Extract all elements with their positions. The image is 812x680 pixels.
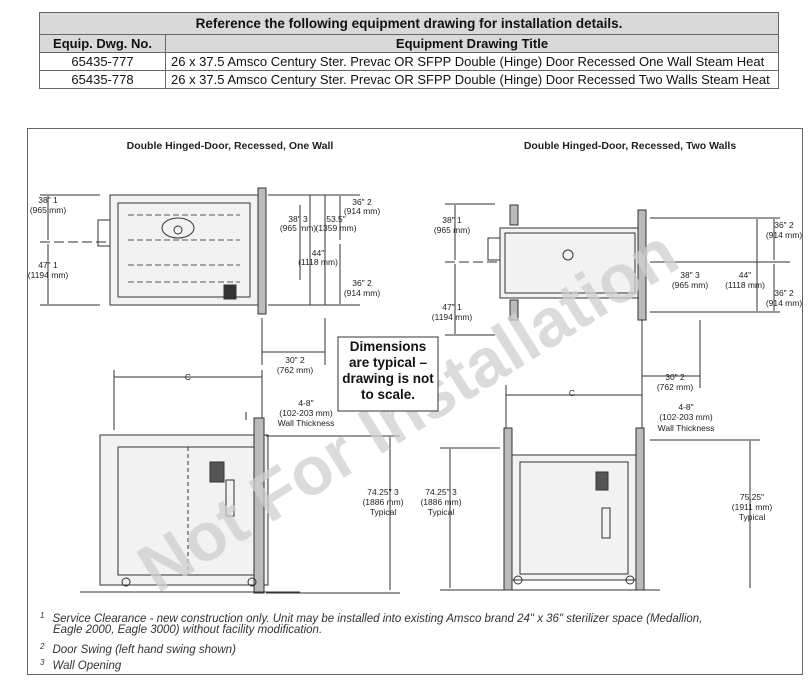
dim-label: 38" 3 [680,270,700,280]
dim-label: 38" 3 [288,214,308,224]
dim-label: 30" 2 [285,355,305,365]
dim-label: (1911 mm) [732,502,773,512]
dim-label: (965 mm) [434,225,471,235]
header-title: Equipment Drawing Title [165,34,779,53]
dim-label: (965 mm) [30,205,67,215]
dim-label: (1118 mm) [298,257,338,267]
dim-label: (102-203 mm) [279,408,333,418]
table-row: 65435-778 26 x 37.5 Amsco Century Ster. … [39,70,779,89]
table-caption: Reference the following equipment drawin… [39,12,779,35]
dim-label: 36" 2 [774,288,794,298]
dim-label: Wall Thickness [278,418,335,428]
right-drawing-title: Double Hinged-Door, Recessed, Two Walls [524,140,737,152]
dim-label: (1886 mm) [362,497,403,507]
drawing-title: 26 x 37.5 Amsco Century Ster. Prevac OR … [165,70,779,89]
dim-label: Typical [428,507,455,517]
dim-label: (1886 mm) [420,497,461,507]
reference-table: Reference the following equipment drawin… [39,12,779,89]
drawing-number: 65435-777 [39,52,166,71]
footnote: Eagle 2000, Eagle 3000) without facility… [53,624,323,636]
dim-label: C [185,372,191,382]
header-number: Equip. Dwg. No. [39,34,166,53]
dim-label: Typical [370,507,397,517]
dim-label: (914 mm) [766,298,803,308]
dim-label: 36" 2 [352,197,372,207]
dim-label: 53.5" [326,214,346,224]
dim-label: (965 mm) [280,223,317,233]
dim-label: 44" [739,270,751,280]
dim-label: Typical [739,512,766,522]
dim-label: 4-8" [678,402,693,412]
left-drawing-title: Double Hinged-Door, Recessed, One Wall [127,140,334,152]
dim-label: 36" 2 [774,220,794,230]
drawing-frame [27,128,803,675]
dim-label: 74.25" 3 [425,487,457,497]
dim-label: (1194 mm) [432,312,473,322]
dim-label: 4-8" [298,398,313,408]
dim-label: (762 mm) [657,382,694,392]
note-text: Dimensions are typical – drawing is not … [342,339,434,402]
dim-label: 30" 2 [665,372,685,382]
dim-label: Wall Thickness [658,423,715,433]
dim-label: 74.25" 3 [367,487,399,497]
dim-label: (102-203 mm) [659,412,713,422]
dim-label: (914 mm) [766,230,803,240]
dim-label: C [569,388,575,398]
dim-label: 36" 2 [352,278,372,288]
dim-label: (914 mm) [344,288,381,298]
dim-label: 47" 1 [442,302,462,312]
dim-label: (1118 mm) [725,280,765,290]
dim-label: 47" 1 [38,260,58,270]
dim-label: 38" 1 [38,195,58,205]
dim-label: 44" [312,248,324,258]
dim-label: (1359 mm) [315,223,356,233]
dim-label: (1194 mm) [28,270,69,280]
dim-label: (965 mm) [672,280,709,290]
dim-label: 38" 1 [442,215,462,225]
dim-label: (762 mm) [277,365,314,375]
note-box [337,336,439,412]
dim-label: 75.25" [740,492,764,502]
dim-label: (914 mm) [344,206,381,216]
